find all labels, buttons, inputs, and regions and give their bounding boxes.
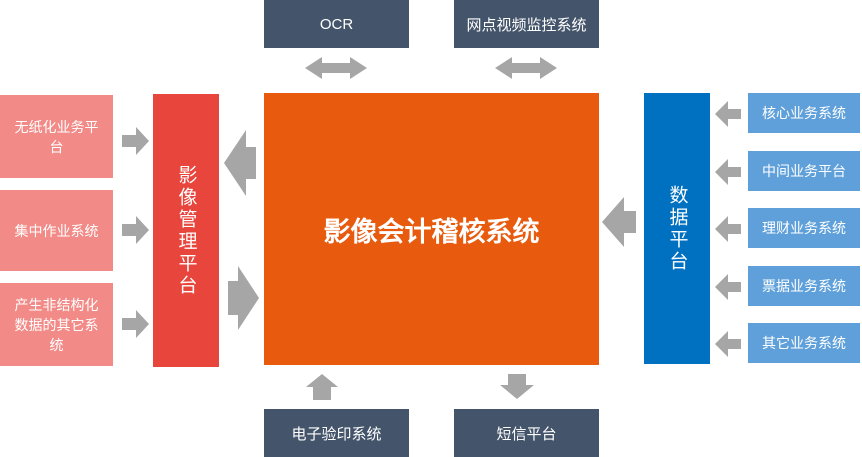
sms-platform-box: 短信平台 — [454, 409, 599, 457]
arrow-video — [495, 57, 557, 79]
left-source-centralized: 集中作业系统 — [0, 190, 113, 271]
arrow-rsource-1 — [715, 101, 741, 127]
ocr-box: OCR — [264, 0, 409, 48]
arrow-rsource-3 — [715, 216, 741, 242]
right-source-core: 核心业务系统 — [748, 93, 860, 133]
image-management-platform-label: 影像管理平台 — [175, 164, 197, 297]
arrow-eseal-up — [306, 374, 338, 400]
right-source-intermediate: 中间业务平台 — [748, 151, 860, 191]
audit-system-center: 影像会计稽核系统 — [264, 93, 599, 365]
arrow-data-platform-to-center — [602, 197, 636, 247]
left-source-paperless: 无纸化业务平台 — [0, 95, 113, 178]
video-monitor-box: 网点视频监控系统 — [454, 0, 599, 48]
data-platform: 数据平台 — [644, 93, 710, 364]
right-source-other: 其它业务系统 — [748, 323, 860, 363]
arrow-center-to-image-platform — [224, 130, 256, 196]
right-source-bills: 票据业务系统 — [748, 266, 860, 306]
arrow-rsource-4 — [715, 274, 741, 300]
arrow-ocr — [305, 57, 367, 79]
arrow-image-platform-to-center — [228, 266, 259, 330]
e-seal-box: 电子验印系统 — [264, 409, 409, 457]
arrow-source-2 — [122, 216, 149, 244]
arrow-source-1 — [122, 127, 149, 155]
arrow-rsource-5 — [715, 331, 741, 357]
arrow-rsource-2 — [715, 159, 741, 185]
arrow-source-3 — [122, 310, 149, 338]
image-management-platform: 影像管理平台 — [153, 94, 219, 367]
right-source-wealth: 理财业务系统 — [748, 208, 860, 248]
data-platform-label: 数据平台 — [666, 184, 688, 273]
left-source-unstructured: 产生非结构化数据的其它系统 — [0, 283, 113, 366]
arrow-sms-down — [500, 374, 534, 399]
